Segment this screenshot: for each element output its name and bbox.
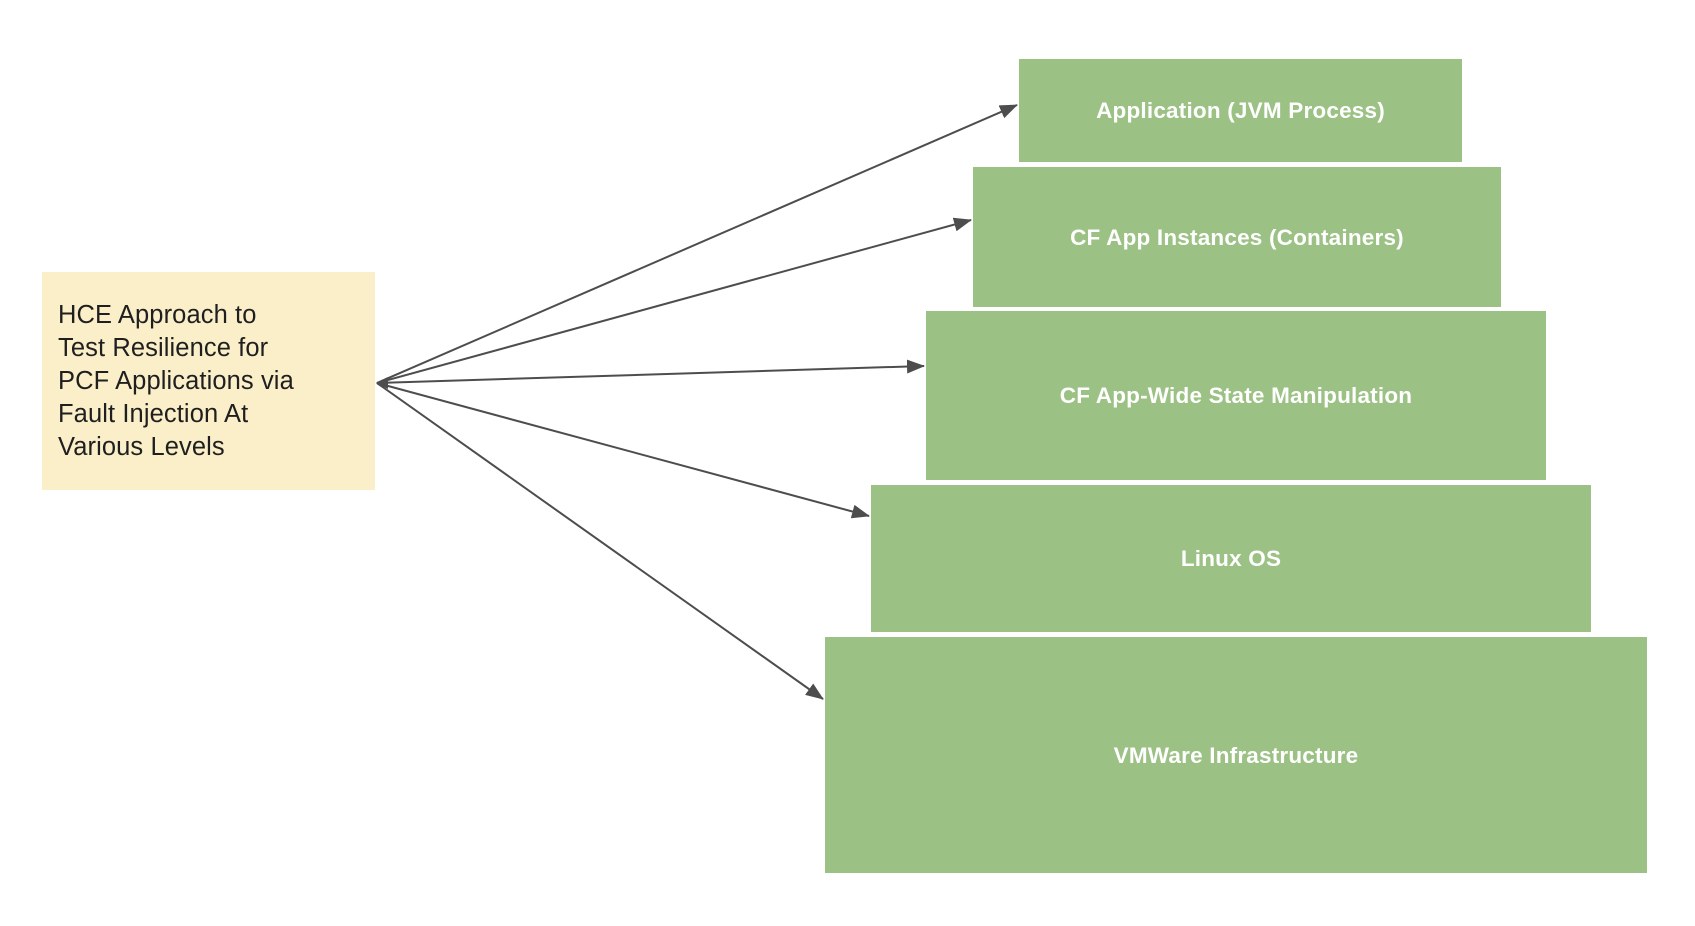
connector-arrow-1 (376, 217, 972, 384)
connector-arrow-0 (376, 104, 1018, 384)
layer-label-cf-app-instances: CF App Instances (Containers) (1070, 224, 1404, 250)
connector-arrow-2 (376, 359, 925, 384)
connector-arrow-4 (376, 382, 824, 700)
layer-box-cf-app-instances[interactable]: CF App Instances (Containers) (973, 167, 1501, 307)
source-note-box[interactable]: HCE Approach to Test Resilience for PCF … (42, 272, 375, 490)
layer-box-application[interactable]: Application (JVM Process) (1019, 59, 1462, 162)
layer-label-application: Application (JVM Process) (1096, 98, 1385, 123)
layer-box-vmware-infrastructure[interactable]: VMWare Infrastructure (825, 637, 1647, 873)
source-note-label: HCE Approach to Test Resilience for PCF … (58, 300, 294, 461)
layer-label-vmware-infrastructure: VMWare Infrastructure (1113, 742, 1359, 768)
connector-arrow-3 (376, 382, 870, 519)
layer-label-cf-app-wide-state: CF App-Wide State Manipulation (1059, 383, 1413, 408)
layer-box-cf-app-wide-state[interactable]: CF App-Wide State Manipulation (926, 311, 1546, 480)
layer-label-linux-os: Linux OS (1180, 546, 1282, 571)
layer-box-linux-os[interactable]: Linux OS (871, 485, 1591, 632)
connector-origin-arrowhead (376, 377, 388, 389)
